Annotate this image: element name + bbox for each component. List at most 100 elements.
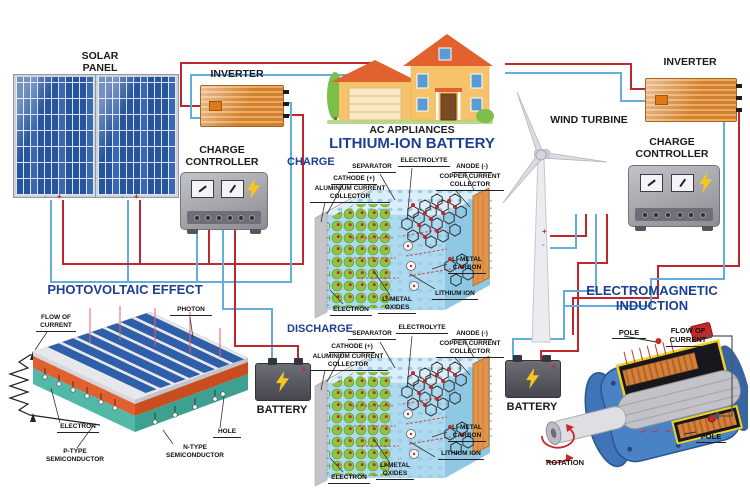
- inverter-pin: [736, 108, 742, 112]
- battery-plus-label: +: [551, 362, 556, 371]
- anode-label: ANODE (-): [452, 163, 492, 174]
- discharge-mode-label: DISCHARGE: [287, 323, 354, 335]
- wire-blue-segment: [127, 200, 129, 282]
- terminal-minus-label: -: [121, 192, 124, 201]
- wire-blue-segment: [290, 102, 292, 283]
- turbine-minus-label: -: [542, 240, 545, 249]
- electron-label: ELECTRON: [330, 306, 372, 317]
- battery-left-label: BATTERY: [256, 404, 308, 416]
- inverter-pin: [283, 102, 289, 106]
- hole-label: HOLE: [213, 428, 241, 439]
- wire-red-segment: [540, 350, 542, 364]
- wire-red-segment: [738, 108, 740, 267]
- meter-gauge: [191, 180, 214, 198]
- separator-label: SEPARATOR: [348, 330, 396, 341]
- li-metal-oxides-label: LI-METAL OXIDES: [378, 296, 416, 315]
- wire-red-segment: [62, 263, 304, 265]
- turbine-plus-label: +: [542, 227, 547, 236]
- wire-red-segment: [302, 114, 304, 265]
- wire-blue-segment: [505, 72, 622, 74]
- wire-blue-segment: [190, 74, 372, 76]
- terminal-strip: [187, 211, 261, 224]
- photon-label: PHOTON: [170, 306, 212, 317]
- inverter-button: [655, 95, 668, 105]
- wire-red-segment: [234, 221, 236, 347]
- charge-controller-right: [628, 165, 720, 231]
- wire-blue-segment: [196, 221, 198, 283]
- emi-flow-of-current-label: FLOW OF CURRENT: [666, 326, 710, 347]
- wire-red-segment: [572, 297, 574, 335]
- meter-gauge: [671, 174, 694, 192]
- li-metal-carbon-label: LI-METAL CARBON: [448, 424, 486, 443]
- wire-red-segment: [577, 262, 579, 352]
- wire-red-segment: [62, 200, 64, 264]
- wire-red-segment: [284, 114, 304, 116]
- electrolyte-label: ELECTROLYTE: [396, 324, 448, 335]
- wire-red-segment: [577, 262, 608, 264]
- inverter-left: [200, 85, 289, 127]
- electron-label: ELECTRON: [328, 474, 370, 485]
- aluminium-collector-label: ALUMINIUM CURRENT COLLECTOR: [310, 185, 390, 204]
- battery-left: +: [255, 358, 311, 401]
- n-type-semiconductor-label: N-TYPE SEMICONDUCTOR: [165, 444, 225, 460]
- wire-blue-segment: [190, 74, 192, 119]
- pv-electron-label: ELECTRON: [57, 423, 99, 434]
- copper-collector-label: COPPER CURRENT COLLECTOR: [436, 340, 504, 359]
- wire-red-segment: [208, 221, 210, 265]
- copper-collector-label: COPPER CURRENT COLLECTOR: [436, 173, 504, 192]
- battery-terminal: [268, 358, 277, 365]
- inverter-button: [209, 101, 222, 111]
- ac-appliances-label: AC APPLIANCES: [369, 124, 455, 136]
- inverter-pin: [283, 114, 289, 118]
- inverter-right-label: INVERTER: [663, 56, 717, 68]
- generator-illustration: [541, 322, 748, 468]
- wind-turbine-label: WIND TURBINE: [550, 114, 628, 126]
- separator-label: SEPARATOR: [348, 163, 396, 174]
- wire-red-segment: [139, 200, 141, 264]
- terminal-plus-label: +: [134, 192, 139, 201]
- solar-panel-2: [95, 74, 179, 198]
- battery-cell-charge-illustration: [314, 167, 492, 319]
- wire-red-segment: [657, 265, 740, 267]
- battery-right: +: [505, 355, 561, 398]
- meter-gauge: [640, 174, 663, 192]
- wire-blue-segment: [512, 338, 514, 364]
- wire-blue-segment: [50, 281, 292, 283]
- wire-blue-segment: [222, 308, 273, 310]
- lightning-icon: [276, 371, 289, 392]
- cathode-label: CATHODE (+): [329, 343, 375, 354]
- li-metal-carbon-label: LI-METAL CARBON: [448, 256, 486, 275]
- inverter-left-label: INVERTER: [210, 68, 264, 80]
- lightning-icon: [247, 178, 260, 199]
- pole-top-label: POLE: [612, 328, 646, 340]
- wire-red-segment: [572, 297, 659, 299]
- electrolyte-label: ELECTROLYTE: [398, 157, 450, 168]
- electromagnetic-title: ELECTROMAGNETIC INDUCTION: [586, 283, 718, 313]
- battery-terminal: [542, 355, 551, 362]
- lithium-ion-label: LITHIUM ION: [438, 450, 484, 461]
- meter-gauge: [221, 180, 244, 198]
- pole-bottom-label: POLE: [696, 432, 726, 444]
- photovoltaic-title: PHOTOVOLTAIC EFFECT: [47, 282, 203, 297]
- charge-mode-label: CHARGE: [287, 156, 335, 168]
- solar-panel-1: [13, 74, 97, 198]
- charge-controller-right-label: CHARGE CONTROLLER: [635, 136, 709, 161]
- li-metal-oxides-label: LI-METAL OXIDES: [376, 462, 414, 481]
- battery-terminal: [513, 355, 522, 362]
- wire-blue-segment: [723, 96, 725, 280]
- inverter-right: [645, 78, 742, 122]
- wire-red-segment: [297, 345, 299, 368]
- wire-red-segment: [630, 88, 647, 90]
- wire-red-segment: [550, 235, 587, 237]
- terminal-minus-label: -: [44, 192, 47, 201]
- wire-red-segment: [630, 63, 632, 90]
- wire-blue-segment: [650, 278, 725, 280]
- inverter-pin: [736, 96, 742, 100]
- wire-red-segment: [505, 63, 632, 65]
- controller-foot: [187, 229, 198, 234]
- wire-red-segment: [657, 265, 659, 299]
- aluminium-collector-label: ALUMINIUM CURRENT COLLECTOR: [308, 353, 388, 372]
- wire-blue-segment: [595, 214, 597, 292]
- terminal-plus-label: +: [57, 192, 62, 201]
